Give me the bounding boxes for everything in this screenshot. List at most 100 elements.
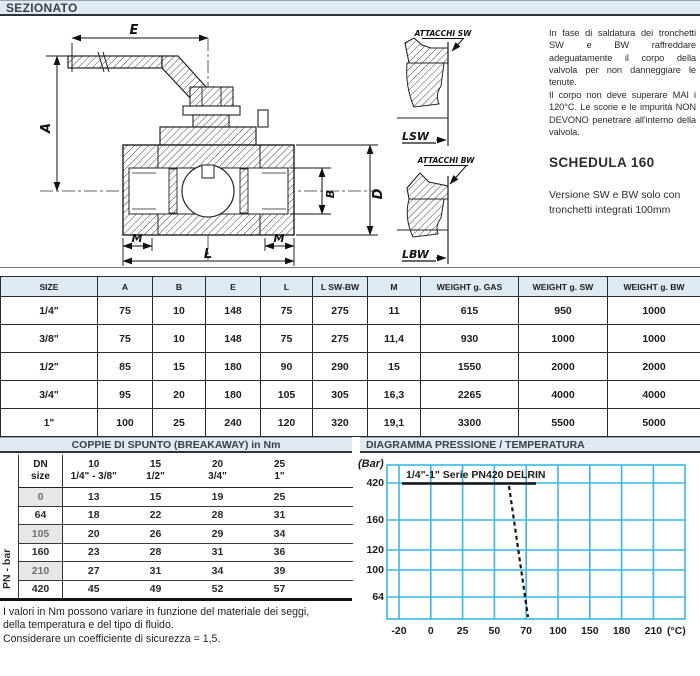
- cell: 290: [312, 352, 368, 381]
- cell: 148: [205, 296, 261, 325]
- torque-cell: 28: [124, 543, 187, 562]
- cell: 75: [97, 296, 153, 325]
- spacer: [310, 524, 353, 544]
- breakaway-row: 160 23 28 31 36: [18, 543, 353, 562]
- col-header-l: L: [260, 276, 313, 297]
- cell: 4000: [607, 380, 700, 409]
- dn-value: 25: [273, 458, 286, 470]
- detail-dim-lsw: LSW: [402, 130, 430, 143]
- version-note: Versione SW e BW solo con tronchetti int…: [549, 189, 681, 217]
- spacer: [310, 487, 353, 507]
- y-tick-120: 120: [366, 544, 384, 556]
- spacer: [310, 506, 353, 525]
- size-value: 1/4" - 3/8": [70, 471, 117, 482]
- size-value: 1": [274, 471, 285, 482]
- y-tick-64: 64: [372, 591, 384, 603]
- dn20-header: 20 3/4": [186, 455, 249, 488]
- cell: 1000: [607, 296, 700, 325]
- torque-cell: 31: [248, 506, 311, 525]
- dn-value: 10: [88, 458, 100, 470]
- breakaway-row: 64 18 22 28 31: [18, 506, 353, 525]
- dimension-b: B: [290, 167, 337, 215]
- x-tick: 25: [457, 625, 469, 637]
- cell: 11: [367, 296, 421, 325]
- spacer: [310, 455, 353, 488]
- breakaway-row: 105 20 26 29 34: [18, 524, 353, 544]
- breakaway-table-wrap: PN - bar DN size 10 1/4" - 3/8" 15 1/2": [0, 455, 353, 601]
- pn-cell: 420: [18, 580, 63, 598]
- x-tick: 70: [520, 625, 532, 637]
- dn-header-line2: size: [31, 471, 50, 482]
- dn15-header: 15 1/2": [124, 455, 187, 488]
- col-header-weight-gas: WEIGHT g. GAS: [420, 276, 519, 297]
- cell: 19,1: [367, 408, 421, 437]
- seat-ring-left: [168, 168, 178, 214]
- dimension-label-d: D: [371, 188, 386, 199]
- x-tick: 180: [613, 625, 631, 637]
- cell: 180: [205, 352, 261, 381]
- pn-cell: 0: [18, 487, 63, 507]
- detail-label-attacchi-sw: ATTACCHI SW: [414, 29, 473, 38]
- chart-section-title: DIAGRAMMA PRESSIONE / TEMPERATURA: [366, 438, 585, 451]
- dimension-label-a: A: [39, 123, 54, 134]
- chart-title: 1/4"-1" Serie PN420 DELRIN: [406, 469, 546, 481]
- cell: 10: [152, 324, 206, 353]
- torque-cell: 26: [124, 524, 187, 544]
- cell: 95: [97, 380, 153, 409]
- x-tick: 50: [489, 625, 501, 637]
- stem-slot: [201, 164, 215, 179]
- detail-label-attacchi-bw: ATTACCHI BW: [417, 156, 475, 165]
- torque-cell: 34: [248, 524, 311, 544]
- cell: 11,4: [367, 324, 421, 353]
- chart-grid: [386, 464, 686, 620]
- cell: 20: [152, 380, 206, 409]
- dimensions-table: SIZE A B E L L SW-BW M WEIGHT g. GAS WEI…: [0, 276, 700, 437]
- torque-cell: 22: [124, 506, 187, 525]
- torque-cell: 29: [186, 524, 249, 544]
- dn-value: 15: [149, 458, 162, 470]
- col-header-size: SIZE: [0, 276, 98, 297]
- cell: 75: [260, 324, 313, 353]
- torque-cell: 49: [149, 583, 162, 596]
- dimension-d: D: [296, 144, 386, 236]
- schedule-note: SCHEDULA 160: [549, 155, 655, 170]
- breakaway-table: DN size 10 1/4" - 3/8" 15 1/2" 20 3/4" 2…: [18, 455, 353, 598]
- torque-cell: 31: [124, 561, 187, 581]
- cell: 15: [367, 352, 421, 381]
- section-header-sezionato: SEZIONATO: [0, 0, 700, 16]
- cell: 75: [260, 296, 313, 325]
- breakaway-title: COPPIE DI SPUNTO (BREAKAWAY) in Nm: [71, 438, 281, 451]
- valve-section-drawing: E A B D M: [39, 23, 475, 266]
- cell-size: 1/4": [0, 296, 98, 325]
- cell: 148: [205, 324, 261, 353]
- cell: 16,3: [367, 380, 421, 409]
- cell: 75: [97, 324, 153, 353]
- x-tick: 210: [645, 625, 663, 637]
- torque-cell: 36: [248, 543, 311, 562]
- col-header-e: E: [205, 276, 261, 297]
- dn-value: 20: [211, 458, 224, 470]
- cell: 105: [260, 380, 313, 409]
- dimension-label-m-left: M: [132, 232, 143, 245]
- table-row: 1" 100 25 240 120 320 19,1 3300 5500 500…: [0, 408, 700, 437]
- dn10-header: 10 1/4" - 3/8": [62, 455, 125, 488]
- cell: 1550: [420, 352, 519, 381]
- size-value: 1/2": [146, 471, 165, 482]
- detail-view-sw: ATTACCHI SW LSW: [397, 29, 472, 146]
- pn-cell: 64: [18, 506, 63, 525]
- dn-header-line1: DN: [33, 458, 48, 470]
- breakaway-row: 420 45 49 52 57: [18, 580, 353, 598]
- cell: 1000: [607, 324, 700, 353]
- dn25-header: 25 1": [248, 455, 311, 488]
- cell: 2000: [518, 352, 608, 381]
- cell: 2000: [607, 352, 700, 381]
- cell: 240: [205, 408, 261, 437]
- breakaway-row: 210 27 31 34 39: [18, 561, 353, 581]
- pressure-temperature-chart: (Bar) 420 160 120 100 64: [350, 458, 700, 670]
- x-tick: 150: [581, 625, 599, 637]
- x-tick: -20: [391, 625, 406, 637]
- cell: 2265: [420, 380, 519, 409]
- cell: 930: [420, 324, 519, 353]
- cell: 10: [152, 296, 206, 325]
- detail-view-bw: ATTACCHI BW LBW: [397, 156, 475, 264]
